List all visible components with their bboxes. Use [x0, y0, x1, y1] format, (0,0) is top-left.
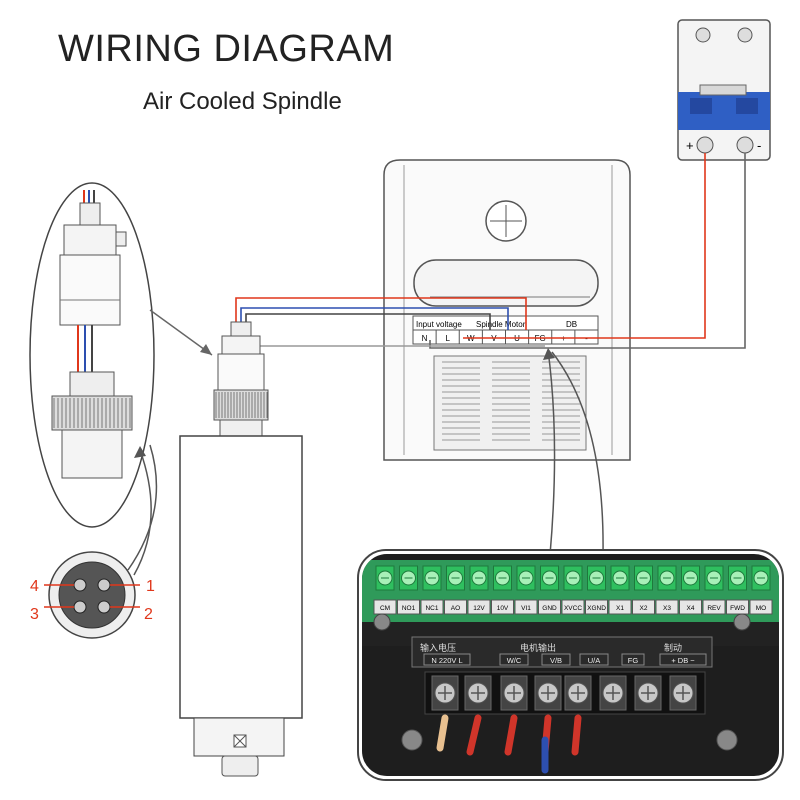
pin-label-4: 4	[30, 578, 39, 595]
group-spindle-motor: Spindle Motor	[476, 320, 526, 329]
vfd-vent	[433, 355, 587, 451]
control-terminal-label: X4	[687, 605, 695, 612]
control-terminal-label: GND	[542, 605, 557, 612]
breaker-minus-terminal	[736, 136, 754, 154]
vfd-terminal-1: N	[422, 334, 428, 343]
page-subtitle: Air Cooled Spindle	[143, 88, 342, 115]
power-terminal-label: U/A	[588, 656, 601, 665]
pin-3	[73, 600, 87, 614]
group-input-voltage: Input voltage	[416, 320, 462, 329]
group-input-cn: 输入电压	[420, 642, 456, 654]
power-terminal-label: + DB −	[671, 656, 695, 665]
control-terminal-label: FWD	[730, 605, 745, 612]
control-terminal-label: VI1	[521, 605, 531, 612]
power-terminal-label: V/B	[550, 656, 562, 665]
control-terminal-label: XVCC	[564, 605, 582, 612]
spindle-body	[179, 435, 303, 719]
control-terminal-label: NO1	[402, 605, 416, 612]
pin-1	[97, 578, 111, 592]
connector-pinout: 1 2 3 4	[30, 444, 158, 639]
control-terminal-label: X2	[640, 605, 648, 612]
pin-label-3: 3	[30, 606, 39, 623]
control-terminal-label: MO	[756, 605, 766, 612]
spindle-motor	[179, 321, 303, 777]
breaker-plus-label: +	[686, 138, 694, 153]
pin-4	[73, 578, 87, 592]
vfd-display-slot	[413, 259, 599, 307]
power-terminal-label: W/C	[507, 656, 522, 665]
control-terminal-label: AO	[451, 605, 460, 612]
group-db: DB	[566, 320, 577, 329]
spindle-connector	[213, 389, 269, 421]
control-terminal-label: 10V	[497, 605, 509, 612]
callout-arrows	[543, 348, 604, 556]
pin-label-2: 2	[144, 606, 153, 623]
breaker-minus-label: -	[757, 138, 761, 153]
terminal-board-photo: CM NO1 NC1 AO 12V 10V VI1 GND XVCC XGND X1 X2 X3 X4 RE…	[357, 549, 784, 781]
control-terminal-label: NC1	[425, 605, 438, 612]
power-terminal-label: N 220V L	[431, 656, 462, 665]
power-terminal-label: FG	[628, 656, 639, 665]
pin-label-1: 1	[146, 578, 155, 595]
group-brake-cn: 制动	[664, 642, 682, 654]
control-terminal-label: XGND	[587, 605, 606, 612]
control-terminal-label: X1	[616, 605, 624, 612]
vfd-terminal-2: L	[445, 334, 450, 343]
breaker-plus-terminal	[696, 136, 714, 154]
pin-2	[97, 600, 111, 614]
control-terminal-label: 12V	[473, 605, 485, 612]
group-motor-out-cn: 电机输出	[520, 642, 556, 654]
circuit-breaker: + -	[677, 19, 771, 161]
control-terminal-label: X3	[663, 605, 671, 612]
control-terminal-label: CM	[380, 605, 390, 612]
control-terminal-label: REV	[707, 605, 721, 612]
spindle-detail-callout	[29, 182, 213, 528]
page-title: WIRING DIAGRAM	[58, 28, 395, 70]
